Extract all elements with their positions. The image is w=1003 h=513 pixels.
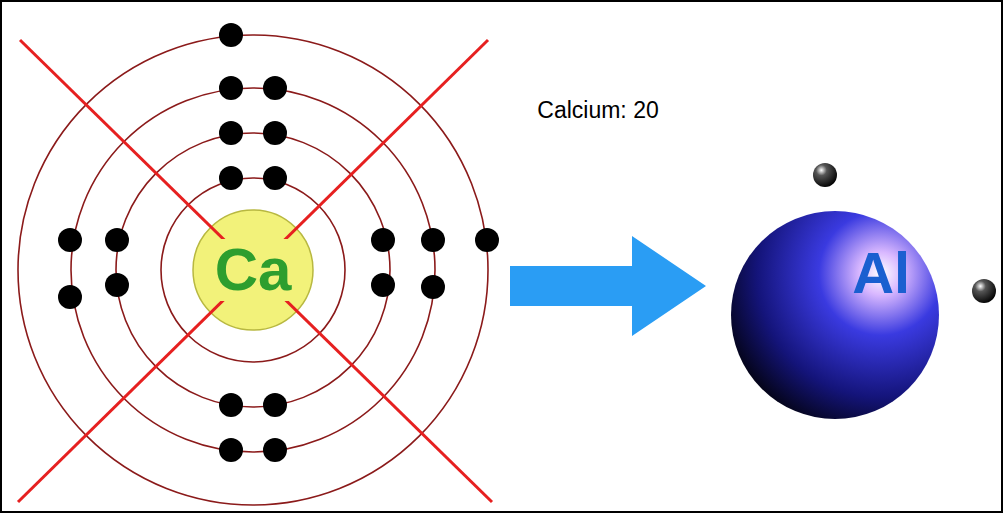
electron: [219, 23, 243, 47]
transform-arrow: [510, 236, 706, 336]
electron: [219, 438, 243, 462]
electron: [58, 285, 82, 309]
electron: [263, 393, 287, 417]
electron: [421, 275, 445, 299]
electron: [371, 273, 395, 297]
sphere-shape: [730, 210, 940, 420]
electron: [263, 121, 287, 145]
electron: [219, 121, 243, 145]
element-symbol: Al: [852, 244, 910, 302]
atom-sphere: Al: [730, 210, 940, 420]
atomic-number-label: Calcium: 20: [537, 97, 658, 124]
nucleus-circle: Ca: [193, 210, 313, 330]
sphere-body: [731, 211, 939, 419]
cross-line: [18, 40, 488, 502]
cross-line: [20, 40, 492, 502]
electron: [263, 166, 287, 190]
electron: [813, 163, 837, 187]
electron: [219, 166, 243, 190]
electron: [105, 228, 129, 252]
electron: [263, 76, 287, 100]
electron: [263, 438, 287, 462]
electron: [972, 279, 996, 303]
electron: [421, 228, 445, 252]
cross-out: [18, 40, 492, 502]
electron: [219, 76, 243, 100]
element-symbol: Ca: [213, 239, 294, 301]
electron: [371, 228, 395, 252]
electron: [219, 393, 243, 417]
electron: [58, 228, 82, 252]
electron: [105, 273, 129, 297]
electron: [475, 228, 499, 252]
